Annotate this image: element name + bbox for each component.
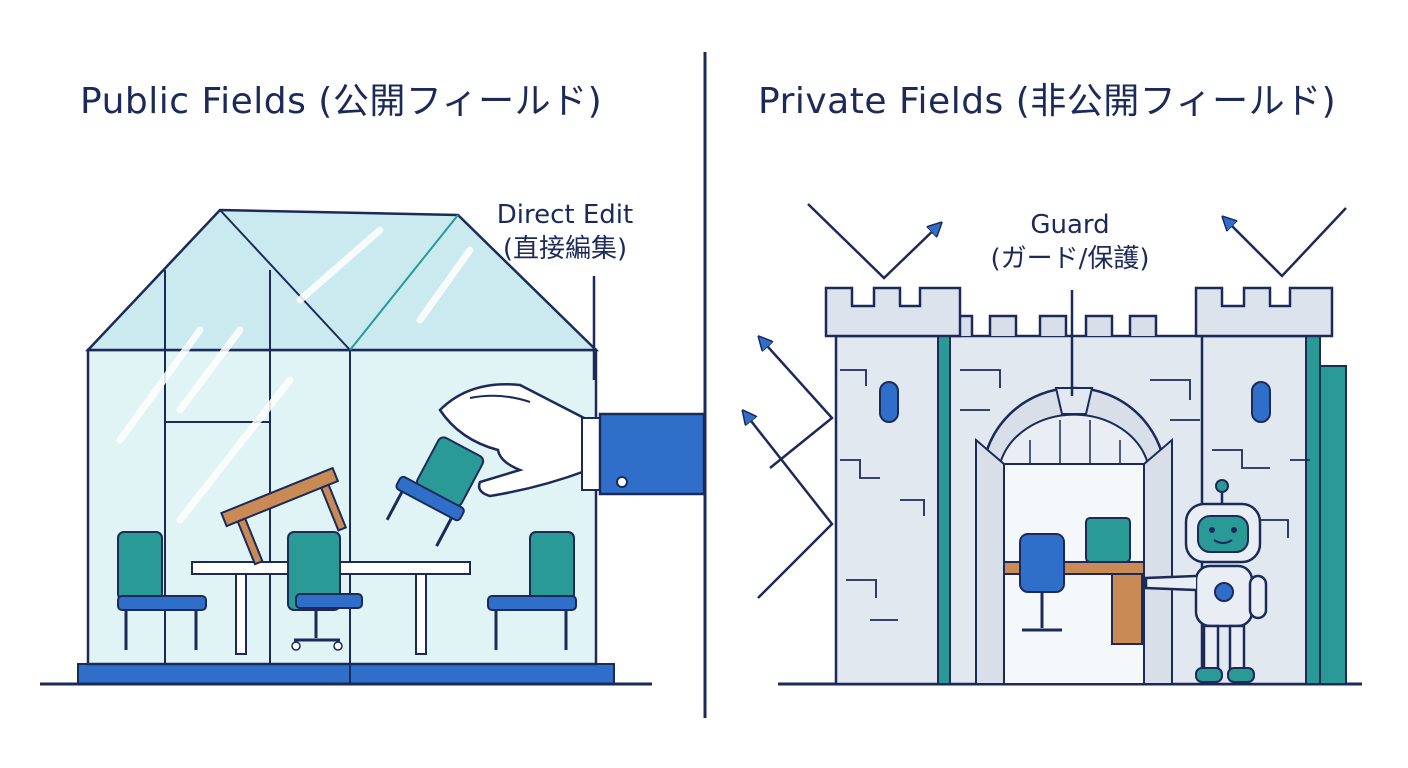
- chair-left: [117, 531, 207, 650]
- right-tower-battlements: [1194, 286, 1334, 338]
- robot-antenna: [1215, 479, 1229, 493]
- gate-door-right: [1143, 437, 1173, 685]
- direct-edit-label: Direct Edit (直接編集): [470, 198, 660, 266]
- guard-robot: [1144, 479, 1268, 683]
- robot-arm: [1144, 574, 1197, 592]
- direct-edit-label-ja: (直接編集): [502, 234, 628, 264]
- arrow-deflect-top-left: [807, 203, 940, 280]
- arrow-deflect-left-low: [744, 412, 834, 599]
- left-tower-battlements: [824, 286, 962, 338]
- right-tower-window: [1251, 381, 1271, 423]
- keystone: [1054, 387, 1094, 415]
- castle: [778, 286, 1362, 686]
- monitor: [1085, 517, 1131, 563]
- private-fields-title: Private Fields (非公開フィールド): [758, 81, 1337, 122]
- direct-edit-label-en: Direct Edit: [496, 200, 634, 230]
- arrow-deflect-left-high: [760, 338, 834, 469]
- guard-label: Guard (ガード/保護): [960, 208, 1180, 276]
- fanlight-bars: [1029, 420, 1121, 464]
- guard-label-ja: (ガード/保護): [990, 244, 1150, 274]
- glass-house-base: [77, 663, 615, 685]
- public-fields-title: Public Fields (公開フィールド): [80, 81, 603, 122]
- tipped-table: [220, 466, 348, 566]
- reaching-hand: [438, 383, 706, 498]
- left-tower-window: [879, 381, 899, 423]
- sleeve: [598, 412, 706, 496]
- deflected-arrows: [744, 203, 1347, 599]
- robot-face: [1197, 515, 1249, 553]
- roof-ridge-line: [219, 209, 351, 351]
- castle-bricks: [840, 369, 1310, 621]
- chair-right: [487, 531, 577, 650]
- glass-reflections: [116, 226, 474, 524]
- glass-house: [40, 208, 706, 686]
- chair-center: [287, 531, 363, 651]
- wall-battlements: [944, 314, 1158, 336]
- sleeve-button: [616, 476, 628, 488]
- roof-ridge-line-back: [349, 214, 459, 351]
- office-chair: [1019, 533, 1065, 593]
- lifted-chair: [385, 436, 485, 547]
- desk: [1003, 517, 1145, 645]
- guard-label-en: Guard: [1030, 210, 1110, 240]
- gate-door-left: [975, 437, 1005, 685]
- arrow-deflect-top-right: [1224, 207, 1347, 278]
